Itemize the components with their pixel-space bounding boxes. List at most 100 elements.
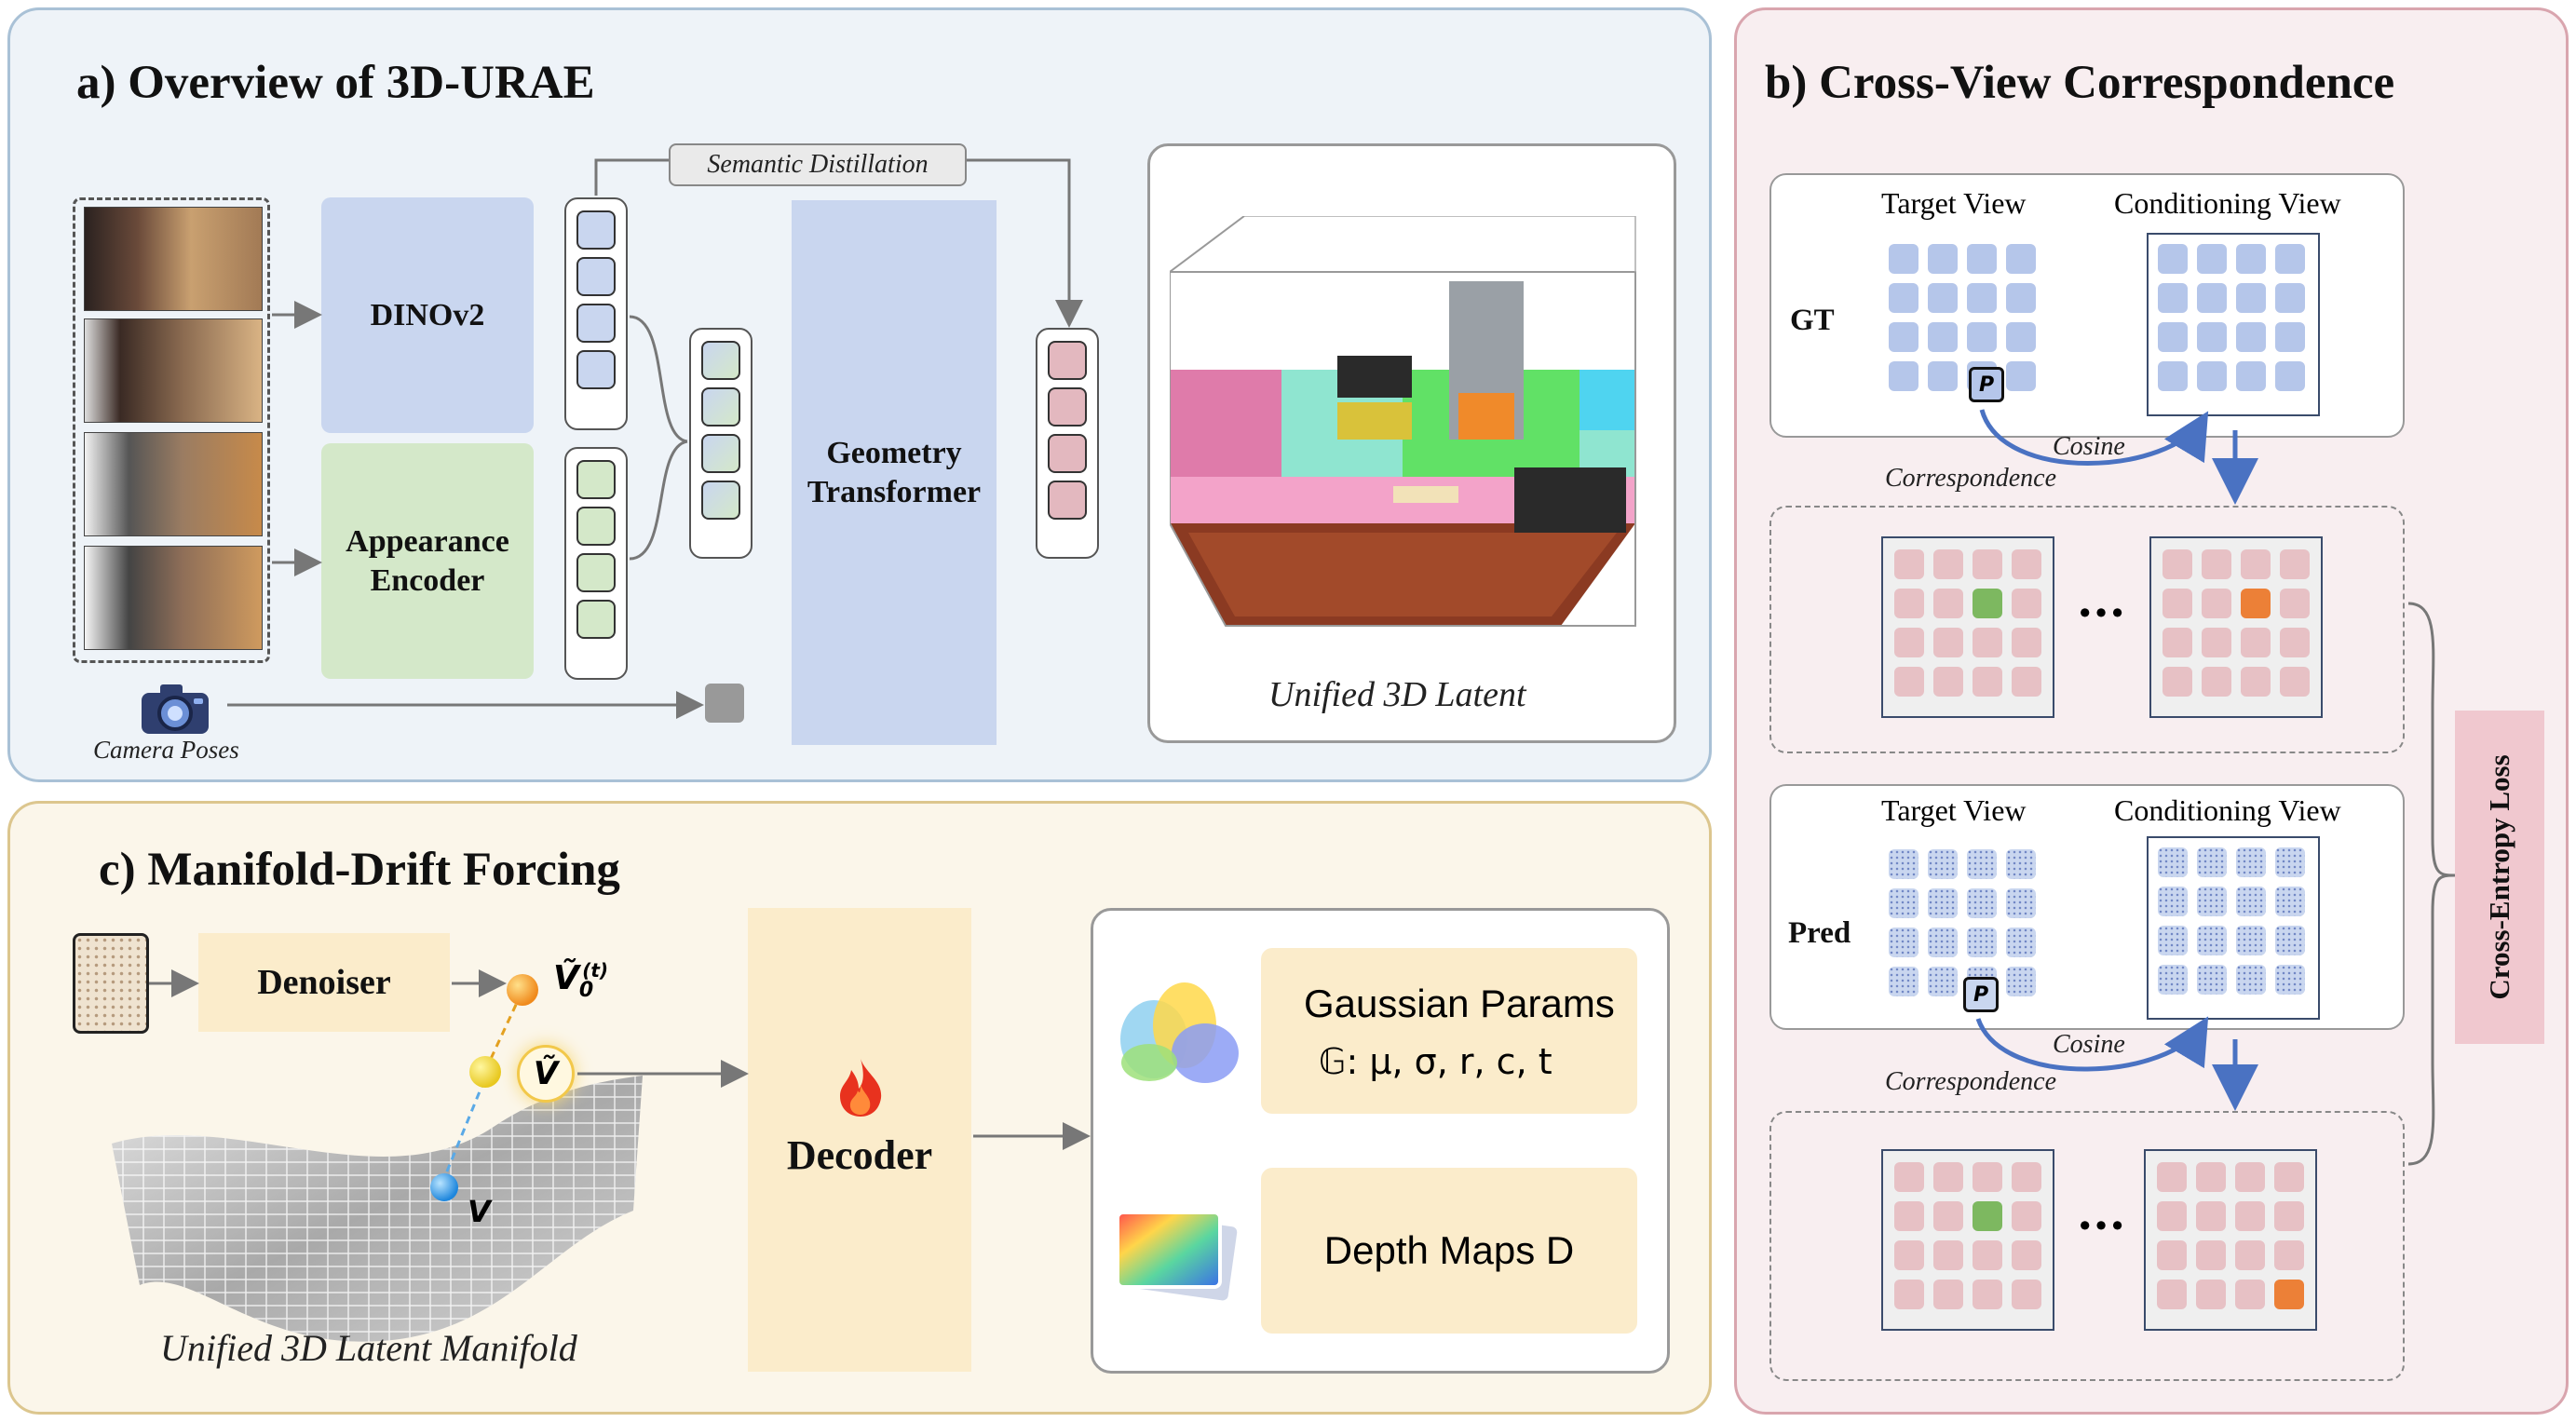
grid-cell	[2235, 1240, 2265, 1270]
gt-cosine-label: Cosine	[2053, 432, 2125, 461]
dino-token	[576, 304, 616, 343]
decoder-label: Decoder	[786, 1132, 933, 1178]
grid-cell	[2235, 1280, 2265, 1309]
grid-cell	[2202, 628, 2231, 657]
fused-token	[701, 387, 740, 427]
grid-cell	[2197, 244, 2227, 274]
grid-cell	[1889, 361, 1918, 391]
grid-cell	[1894, 1201, 1924, 1231]
grid-cell	[2196, 1201, 2226, 1231]
grid-cell	[1928, 888, 1958, 918]
grid-cell	[1894, 589, 1924, 618]
grid-cell	[2274, 1162, 2304, 1192]
fire-icon	[834, 1057, 887, 1118]
dino-token	[576, 257, 616, 296]
grid-cell	[1973, 1162, 2002, 1192]
gaussian-params-label: Gaussian Params	[1304, 982, 1615, 1025]
grid-cell	[2236, 244, 2266, 274]
grid-cell	[2196, 1240, 2226, 1270]
pred-correspondence-label: Correspondence	[1885, 1067, 2057, 1096]
grid-cell	[2006, 967, 2036, 996]
grid-cell	[1933, 1201, 1963, 1231]
grid-cell	[1889, 928, 1918, 957]
grid-cell	[2236, 283, 2266, 313]
grid-cell	[1928, 322, 1958, 352]
grid-cell	[2158, 283, 2188, 313]
gt-ellipsis: ···	[2077, 585, 2126, 640]
grid-cell	[1967, 888, 1997, 918]
grid-cell	[2274, 1240, 2304, 1270]
grid-cell	[1973, 1201, 2002, 1231]
grid-cell	[2197, 361, 2227, 391]
pred-similarity-map-1	[1881, 1149, 2054, 1331]
panel-c-title: c) Manifold-Drift Forcing	[99, 844, 620, 896]
grid-cell	[1973, 628, 2002, 657]
grid-cell	[2162, 628, 2192, 657]
depth-maps-block: Depth Maps D	[1261, 1168, 1637, 1334]
grid-cell	[2236, 965, 2266, 995]
grid-cell	[2162, 549, 2192, 579]
grid-cell	[1894, 1280, 1924, 1309]
unified-latent-label: Unified 3D Latent	[1268, 675, 1526, 714]
grid-cell	[1928, 928, 1958, 957]
grid-cell	[2162, 667, 2192, 697]
semantic-distillation-label: Semantic Distillation	[707, 150, 929, 179]
gt-similarity-map-2	[2149, 536, 2323, 718]
gt-conditioning-view-label: Conditioning View	[2114, 186, 2341, 220]
grid-cell	[1973, 549, 2002, 579]
geometry-token	[1048, 434, 1087, 473]
grid-cell	[1973, 1240, 2002, 1270]
grid-cell	[2274, 1280, 2304, 1309]
grid-cell	[1933, 589, 1963, 618]
room-illustration	[1170, 216, 1654, 644]
denoiser-block: Denoiser	[198, 933, 450, 1032]
grid-cell	[2275, 361, 2305, 391]
grid-cell	[1928, 849, 1958, 879]
semantic-distillation-box: Semantic Distillation	[669, 143, 967, 186]
grid-cell	[2235, 1162, 2265, 1192]
gt-p-label: P	[1978, 372, 1995, 397]
manifold-label: Unified 3D Latent Manifold	[160, 1327, 577, 1369]
cross-entropy-loss-label: Cross-Entropy Loss	[2483, 754, 2515, 1000]
grid-cell	[1933, 1280, 1963, 1309]
grid-cell	[2235, 1201, 2265, 1231]
grid-cell	[1928, 283, 1958, 313]
pred-target-view-label: Target View	[1881, 793, 2027, 827]
manifold-surface	[102, 1071, 661, 1350]
input-image-1	[84, 207, 263, 311]
grid-cell	[2157, 1280, 2187, 1309]
grid-cell	[2006, 928, 2036, 957]
geometry-transformer-block: Geometry Transformer	[792, 200, 997, 745]
appearance-token	[576, 600, 616, 639]
grid-cell	[1933, 628, 1963, 657]
input-image-3	[84, 432, 263, 536]
grid-cell	[2197, 322, 2227, 352]
pred-similarity-map-2	[2144, 1149, 2317, 1331]
dino-token	[576, 350, 616, 389]
gt-conditioning-grid	[2147, 233, 2320, 416]
grid-cell	[2197, 283, 2227, 313]
input-image-4	[84, 546, 263, 650]
depth-maps-label: Depth Maps D	[1323, 1228, 1575, 1272]
grid-cell	[2275, 965, 2305, 995]
appearance-token	[576, 507, 616, 546]
input-images-stack	[73, 197, 270, 663]
noise-icon	[73, 933, 149, 1034]
grid-cell	[1928, 361, 1958, 391]
grid-cell	[2275, 847, 2305, 877]
dino-token	[576, 210, 616, 250]
vtilde-marker: Ṽ	[517, 1045, 575, 1103]
grid-cell	[2012, 549, 2041, 579]
grid-cell	[2280, 667, 2310, 697]
grid-cell	[2012, 1201, 2041, 1231]
grid-cell	[1967, 283, 1997, 313]
camera-poses-label: Camera Poses	[93, 736, 239, 764]
v0-point	[507, 974, 538, 1006]
grid-cell	[1889, 849, 1918, 879]
grid-cell	[1894, 1162, 1924, 1192]
pred-p-marker: P	[1963, 977, 1999, 1012]
grid-cell	[1928, 967, 1958, 996]
pred-conditioning-grid	[2147, 836, 2320, 1020]
grid-cell	[2241, 628, 2271, 657]
geometry-transformer-label: Geometry Transformer	[807, 435, 982, 509]
